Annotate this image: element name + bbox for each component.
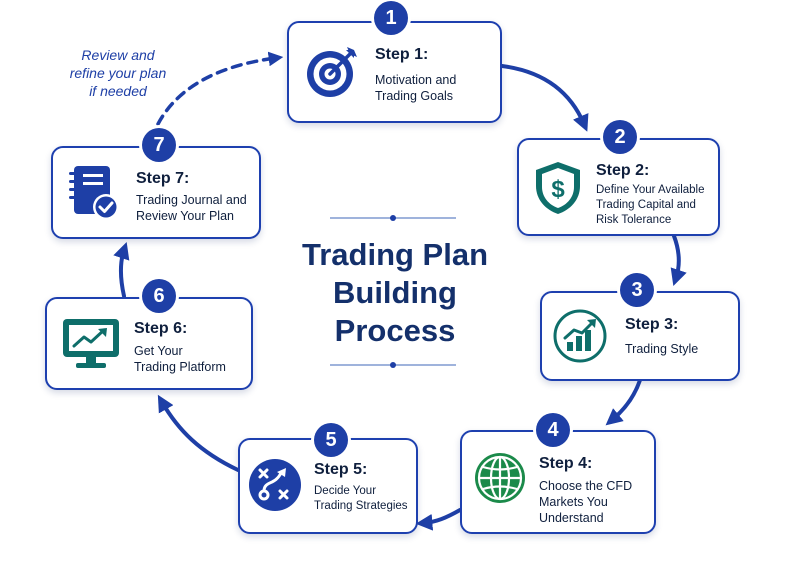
step-4-desc-line: Understand xyxy=(539,511,604,525)
step-4-badge: 4 xyxy=(536,413,570,447)
step-7-description: Trading Journal and Review Your Plan xyxy=(136,192,247,224)
arrow-step1-to-step2 xyxy=(500,64,589,132)
step-5-desc-line: Decide Your xyxy=(314,485,377,497)
bottom-divider-dot xyxy=(390,362,396,368)
arrow-step7-to-step1-dashed xyxy=(156,51,284,126)
step-1-title: Step 1: xyxy=(375,46,429,63)
step-2-description: Define Your Available Trading Capital an… xyxy=(596,183,705,228)
growth-chart-icon xyxy=(552,308,608,364)
step-6-desc-line: Get Your xyxy=(134,344,183,358)
step-6-description: Get Your Trading Platform xyxy=(134,343,226,375)
step-4-desc-line: Markets You xyxy=(539,495,608,509)
step-5-desc-line: Trading Strategies xyxy=(314,500,408,512)
step-7-badge: 7 xyxy=(142,128,176,162)
step-1-badge: 1 xyxy=(374,1,408,35)
step-2-title: Step 2: xyxy=(596,162,650,179)
arrow-step3-to-step4 xyxy=(605,378,642,426)
step-7-title: Step 7: xyxy=(136,170,190,187)
svg-text:$: $ xyxy=(551,176,565,203)
step-5-badge: 5 xyxy=(314,423,348,457)
review-note-line: Review and xyxy=(81,47,155,63)
journal-check-icon xyxy=(64,162,122,224)
title-line: Building xyxy=(333,275,457,310)
review-note-line: refine your plan xyxy=(69,65,167,81)
top-divider-dot xyxy=(390,215,396,221)
strategy-icon xyxy=(247,457,303,513)
globe-icon xyxy=(472,450,528,506)
shield-dollar-icon: $ xyxy=(533,160,583,216)
step-6-title: Step 6: xyxy=(134,320,188,337)
step-7-desc-line: Trading Journal and xyxy=(136,193,247,207)
step-6-badge: 6 xyxy=(142,279,176,313)
step-2-badge: 2 xyxy=(603,120,637,154)
step-6-desc-line: Trading Platform xyxy=(134,360,226,374)
arrow-step6-to-step7 xyxy=(113,242,130,298)
title-line: Process xyxy=(334,313,456,348)
step-4-desc-line: Choose the CFD xyxy=(539,479,633,493)
target-icon xyxy=(304,42,362,100)
title-line: Trading Plan xyxy=(301,237,489,272)
review-note-line: if needed xyxy=(89,83,147,99)
step-7-desc-line: Review Your Plan xyxy=(136,209,234,223)
step-3-description: Trading Style xyxy=(625,341,698,357)
review-note: Review and refine your plan if needed xyxy=(58,46,178,100)
step-1-desc-line: Trading Goals xyxy=(375,89,454,103)
arrow-step5-to-step6 xyxy=(157,394,240,472)
step-5-description: Decide Your Trading Strategies xyxy=(314,484,408,514)
step-5-title: Step 5: xyxy=(314,461,368,478)
arrow-step2-to-step3 xyxy=(670,234,687,286)
step-2-desc-line: Define Your Available xyxy=(596,184,705,196)
diagram-title: Trading Plan Building Process xyxy=(290,236,500,350)
step-1-desc-line: Motivation and xyxy=(375,73,457,87)
step-3-title: Step 3: xyxy=(625,316,679,333)
arrow-step4-to-step5 xyxy=(415,508,462,531)
step-4-description: Choose the CFD Markets You Understand xyxy=(539,478,632,526)
step-4-title: Step 4: xyxy=(539,455,593,472)
step-2-desc-line: Risk Tolerance xyxy=(596,214,672,226)
step-3-desc-line: Trading Style xyxy=(625,342,699,356)
monitor-chart-icon xyxy=(60,316,122,372)
step-2-desc-line: Trading Capital and xyxy=(596,199,696,211)
step-3-badge: 3 xyxy=(620,273,654,307)
step-1-description: Motivation and Trading Goals xyxy=(375,72,456,104)
